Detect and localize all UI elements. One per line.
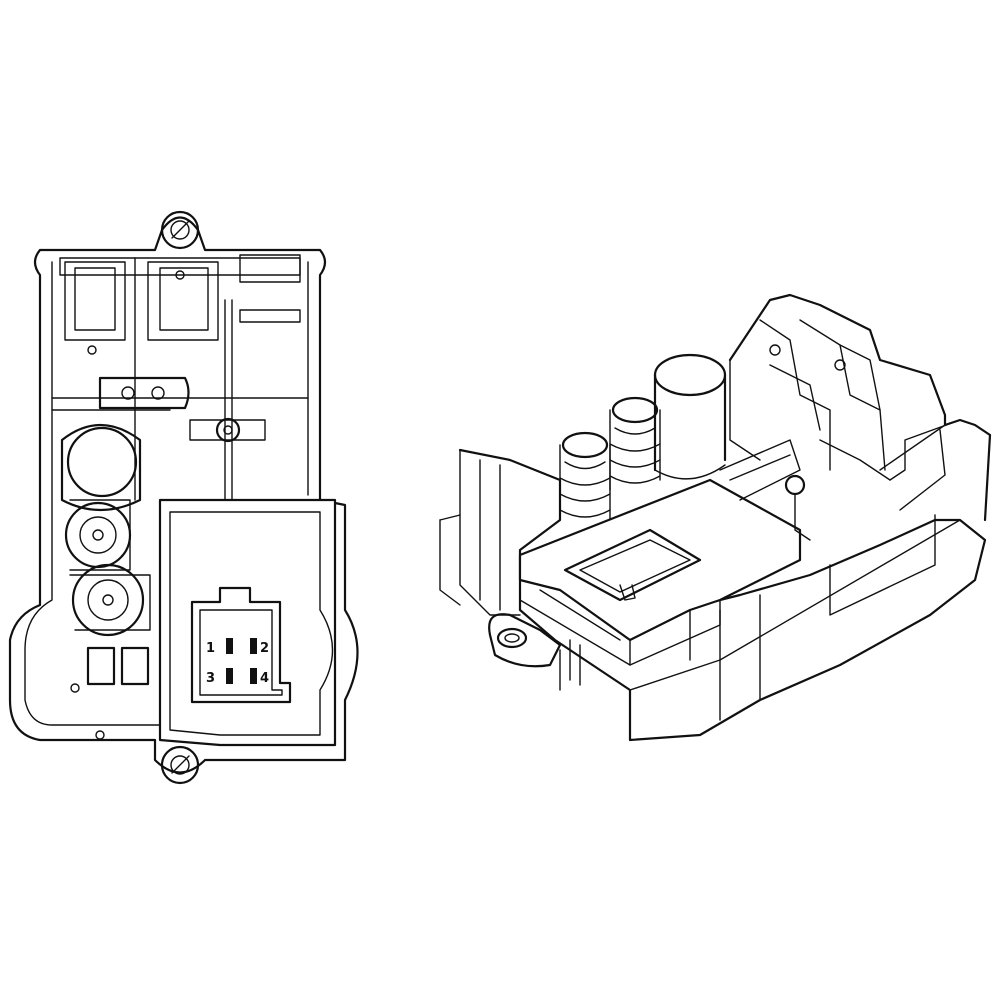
isometric-view bbox=[439, 293, 992, 742]
terminal-bracket bbox=[98, 376, 190, 410]
capacitor-top bbox=[60, 423, 142, 512]
contact-pad-left bbox=[86, 646, 116, 686]
iso-top-plate bbox=[518, 478, 802, 642]
inner-wall bbox=[24, 261, 161, 726]
iso-capacitor bbox=[653, 353, 727, 480]
iso-coil-right bbox=[609, 396, 661, 491]
iso-socket bbox=[563, 528, 702, 602]
iso-mounting-lug bbox=[488, 613, 562, 668]
top-view: 1 2 3 4 bbox=[8, 210, 359, 785]
top-mounting-lug bbox=[160, 210, 200, 250]
coil-bottom bbox=[69, 563, 151, 637]
iso-right-wall bbox=[728, 293, 992, 522]
iso-side-panel bbox=[719, 514, 936, 721]
contact-pad-right bbox=[120, 646, 150, 686]
connector-socket: 1 2 3 4 bbox=[190, 586, 292, 704]
connector-plate bbox=[158, 498, 337, 747]
pin-label-3: 3 bbox=[206, 671, 215, 686]
iso-coil-left bbox=[559, 431, 611, 521]
pin-label-1: 1 bbox=[206, 641, 215, 656]
clip-rail bbox=[59, 257, 301, 276]
central-screw bbox=[189, 417, 266, 443]
pin-label-2: 2 bbox=[260, 641, 269, 656]
bottom-mounting-lug bbox=[160, 745, 200, 785]
housing-outline bbox=[8, 216, 359, 774]
pin-label-4: 4 bbox=[260, 671, 269, 686]
